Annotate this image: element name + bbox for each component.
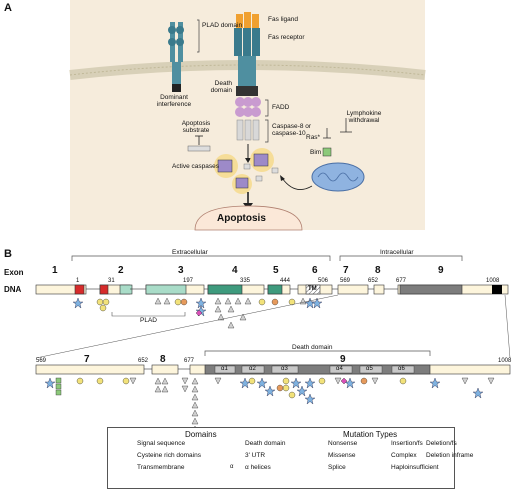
coord-label: 677 xyxy=(396,278,407,284)
exon-number: 1 xyxy=(52,265,58,276)
label-plad-domain: PLAD domain xyxy=(202,22,243,29)
label-apoptosis: Apoptosis xyxy=(217,213,266,224)
apoptosis-cell xyxy=(194,205,303,231)
helix-label: α2 xyxy=(249,366,256,372)
coord-label: 569 xyxy=(36,358,47,364)
coord-label: 652 xyxy=(138,358,149,364)
exon-number: 7 xyxy=(84,354,90,365)
coord-label: 1008 xyxy=(498,358,512,364)
helix-label: α4 xyxy=(336,366,343,372)
legend-3utr: 3' UTR xyxy=(245,452,266,459)
dominant-interference-receptor xyxy=(168,22,184,92)
legend-haploinsufficient: Haploinsufficient xyxy=(391,464,439,471)
label-plad: PLAD xyxy=(140,317,157,324)
bottom-dna-track xyxy=(35,364,511,375)
label-lymphokine-withdrawal: Lymphokine withdrawal xyxy=(346,110,382,124)
legend-missense: Missense xyxy=(328,452,356,459)
legend-complex: Complex xyxy=(391,452,417,459)
helix-label: α5 xyxy=(366,366,373,372)
panel-b-letter: B xyxy=(4,248,12,260)
coord-label: 197 xyxy=(183,278,194,284)
coord-label: 652 xyxy=(368,278,379,284)
fas-receptor-complex xyxy=(234,12,261,141)
top-mutation-markers xyxy=(72,297,323,329)
legend-insertion-fs: Insertion/fs xyxy=(391,440,423,447)
exon-number: 4 xyxy=(232,265,238,276)
label-caspase: Caspase-8 or caspase-10 xyxy=(272,123,312,137)
label-ras: Ras* xyxy=(306,134,321,141)
exon-number: 5 xyxy=(273,265,279,276)
coord-label: 569 xyxy=(340,278,351,284)
legend-transmembrane: Transmembrane xyxy=(137,464,185,471)
coord-label: 1 xyxy=(76,278,80,284)
label-intracellular: Intracellular xyxy=(380,249,414,256)
label-exon: Exon xyxy=(4,268,24,277)
legend-cysteine-rich: Cysteine rich domains xyxy=(137,452,201,459)
label-fas-ligand: Fas ligand xyxy=(268,16,298,23)
top-dna-track xyxy=(35,284,509,295)
coord-label: 506 xyxy=(318,278,329,284)
label-tm: TM xyxy=(308,286,317,292)
helix-label: α6 xyxy=(398,366,405,372)
legend-signal-sequence: Signal sequence xyxy=(137,440,186,447)
coord-label: 444 xyxy=(280,278,291,284)
label-death-domain-b: Death domain xyxy=(292,344,333,351)
coord-label: 677 xyxy=(184,358,195,364)
apoptosis-substrate xyxy=(187,145,211,152)
exon-number: 2 xyxy=(118,265,124,276)
legend-deletion-fs: Deletion/fs xyxy=(426,440,457,447)
legend-mutation-types-title: Mutation Types xyxy=(343,430,398,439)
legend-deletion-inframe: Deletion inframe xyxy=(426,452,474,459)
label-apoptosis-substrate: Apoptosis substrate xyxy=(181,120,211,134)
label-fadd: FADD xyxy=(272,104,290,111)
coord-label: 1008 xyxy=(486,278,500,284)
coord-label: 31 xyxy=(108,278,115,284)
exon-number: 6 xyxy=(312,265,318,276)
label-fas-receptor: Fas receptor xyxy=(268,34,305,41)
legend-death-domain: Death domain xyxy=(245,440,286,447)
legend-helix-swatch-text: α xyxy=(230,464,234,470)
label-bim: Bim xyxy=(310,149,322,156)
label-dna: DNA xyxy=(4,285,22,294)
coord-label: 335 xyxy=(240,278,251,284)
legend-domains-title: Domains xyxy=(185,430,217,439)
legend-alpha-helices: α helices xyxy=(245,464,271,471)
exon-number: 8 xyxy=(375,265,381,276)
label-extracellular: Extracellular xyxy=(172,249,208,256)
exon-number: 7 xyxy=(343,265,349,276)
panel-a-letter: A xyxy=(4,2,12,14)
label-active-caspases: Active caspases xyxy=(172,163,219,170)
helix-label: α1 xyxy=(221,366,228,372)
exon-number: 8 xyxy=(160,354,166,365)
label-death-domain: Death domain xyxy=(210,80,232,94)
bim-box xyxy=(322,147,332,157)
exon-number: 9 xyxy=(438,265,444,276)
active-caspases-cluster xyxy=(214,148,279,194)
helix-label: α3 xyxy=(281,366,288,372)
exon-number: 9 xyxy=(340,354,346,365)
legend-splice: Splice xyxy=(328,464,346,471)
legend xyxy=(107,427,455,489)
label-dominant-interference: Dominant interference xyxy=(156,94,192,108)
legend-nonsense: Nonsense xyxy=(328,440,358,447)
exon-number: 3 xyxy=(178,265,184,276)
